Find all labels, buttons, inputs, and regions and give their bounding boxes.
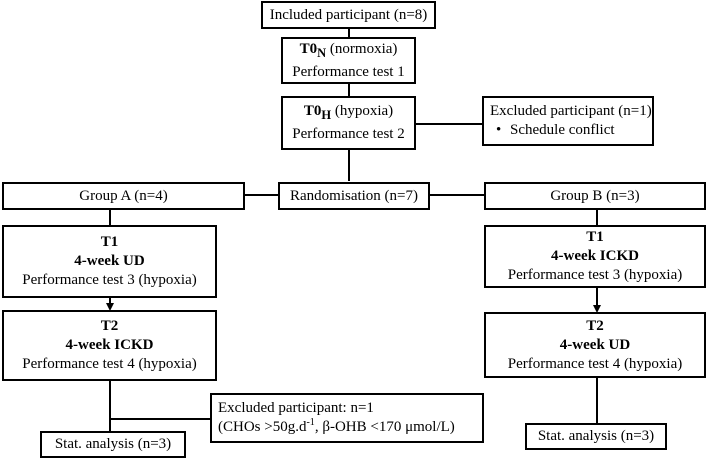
t0n-heading: T0N (normoxia) — [300, 40, 398, 63]
group-a-t1-time: T1 — [100, 234, 119, 250]
group-a-stat-label: Stat. analysis (n=3) — [54, 436, 172, 452]
t0h-test: Performance test 2 — [292, 126, 405, 142]
included-participant-box: Included participant (n=8) — [261, 1, 436, 29]
excluded-participant-box: Excluded participant (n=1) Schedule conf… — [482, 96, 654, 146]
group-b-stat-box: Stat. analysis (n=3) — [525, 423, 667, 450]
group-b-t1-time: T1 — [586, 229, 604, 245]
group-a-t2-diet: 4-week ICKD — [65, 337, 154, 353]
t0h-heading: T0H (hypoxia) — [304, 102, 393, 125]
excluded-participant-2-box: Excluded participant: n=1 (CHOs >50g.d-1… — [210, 393, 484, 443]
group-a-t1-box: T1 4-week UD Performance test 3 (hypoxia… — [2, 225, 217, 298]
t0h-note: (hypoxia) — [331, 103, 394, 119]
excluded-participant-2-title: Excluded participant: n=1 — [218, 400, 374, 416]
t0n-label: T0 — [299, 40, 318, 57]
group-a-box: Group A (n=4) — [2, 182, 245, 210]
group-a-t2-test: Performance test 4 (hypoxia) — [22, 356, 197, 372]
group-b-t2-test: Performance test 4 (hypoxia) — [507, 355, 683, 372]
excluded-participant-2-reason-sup: -1 — [306, 417, 315, 428]
group-b-t2-box: T2 4-week UD Performance test 4 (hypoxia… — [484, 312, 706, 378]
group-b-t1-test: Performance test 3 (hypoxia) — [507, 267, 683, 283]
excluded-participant-2-reason-pre: (CHOs >50g.d — [218, 419, 307, 435]
group-b-box: Group B (n=3) — [484, 182, 706, 210]
group-a-t1-diet: 4-week UD — [74, 253, 145, 269]
t0h-box: T0H (hypoxia) Performance test 2 — [281, 96, 416, 150]
excluded-participant-reason: Schedule conflict — [490, 121, 652, 140]
t0n-subscript: N — [317, 45, 327, 60]
group-a-label: Group A (n=4) — [79, 187, 168, 204]
randomisation-label: Randomisation (n=7) — [289, 187, 419, 204]
group-a-t2-time: T2 — [100, 318, 119, 334]
group-a-t1-test: Performance test 3 (hypoxia) — [22, 272, 197, 288]
included-participant-label: Included participant (n=8) — [269, 6, 428, 23]
group-b-t2-time: T2 — [586, 317, 604, 334]
t0n-test: Performance test 1 — [292, 63, 405, 80]
group-b-label: Group B (n=3) — [550, 187, 640, 204]
group-a-t2-box: T2 4-week ICKD Performance test 4 (hypox… — [2, 310, 217, 381]
t0n-note: (normoxia) — [326, 40, 398, 57]
t0h-label: T0 — [303, 103, 322, 119]
t0n-box: T0N (normoxia) Performance test 1 — [281, 37, 416, 84]
group-b-t1-box: T1 4-week ICKD Performance test 3 (hypox… — [484, 225, 706, 288]
t0h-subscript: H — [321, 108, 332, 122]
group-b-t1-diet: 4-week ICKD — [551, 248, 639, 264]
excluded-participant-2-reason: (CHOs >50g.d-1, β-OHB <170 μmol/L) — [218, 418, 482, 437]
excluded-participant-2-reason-post: , β-OHB <170 μmol/L) — [314, 419, 455, 435]
group-b-stat-label: Stat. analysis (n=3) — [537, 428, 655, 444]
randomisation-box: Randomisation (n=7) — [278, 182, 430, 210]
group-a-stat-box: Stat. analysis (n=3) — [40, 431, 186, 458]
group-b-t2-diet: 4-week UD — [559, 336, 631, 353]
excluded-participant-title: Excluded participant (n=1) — [490, 103, 652, 119]
